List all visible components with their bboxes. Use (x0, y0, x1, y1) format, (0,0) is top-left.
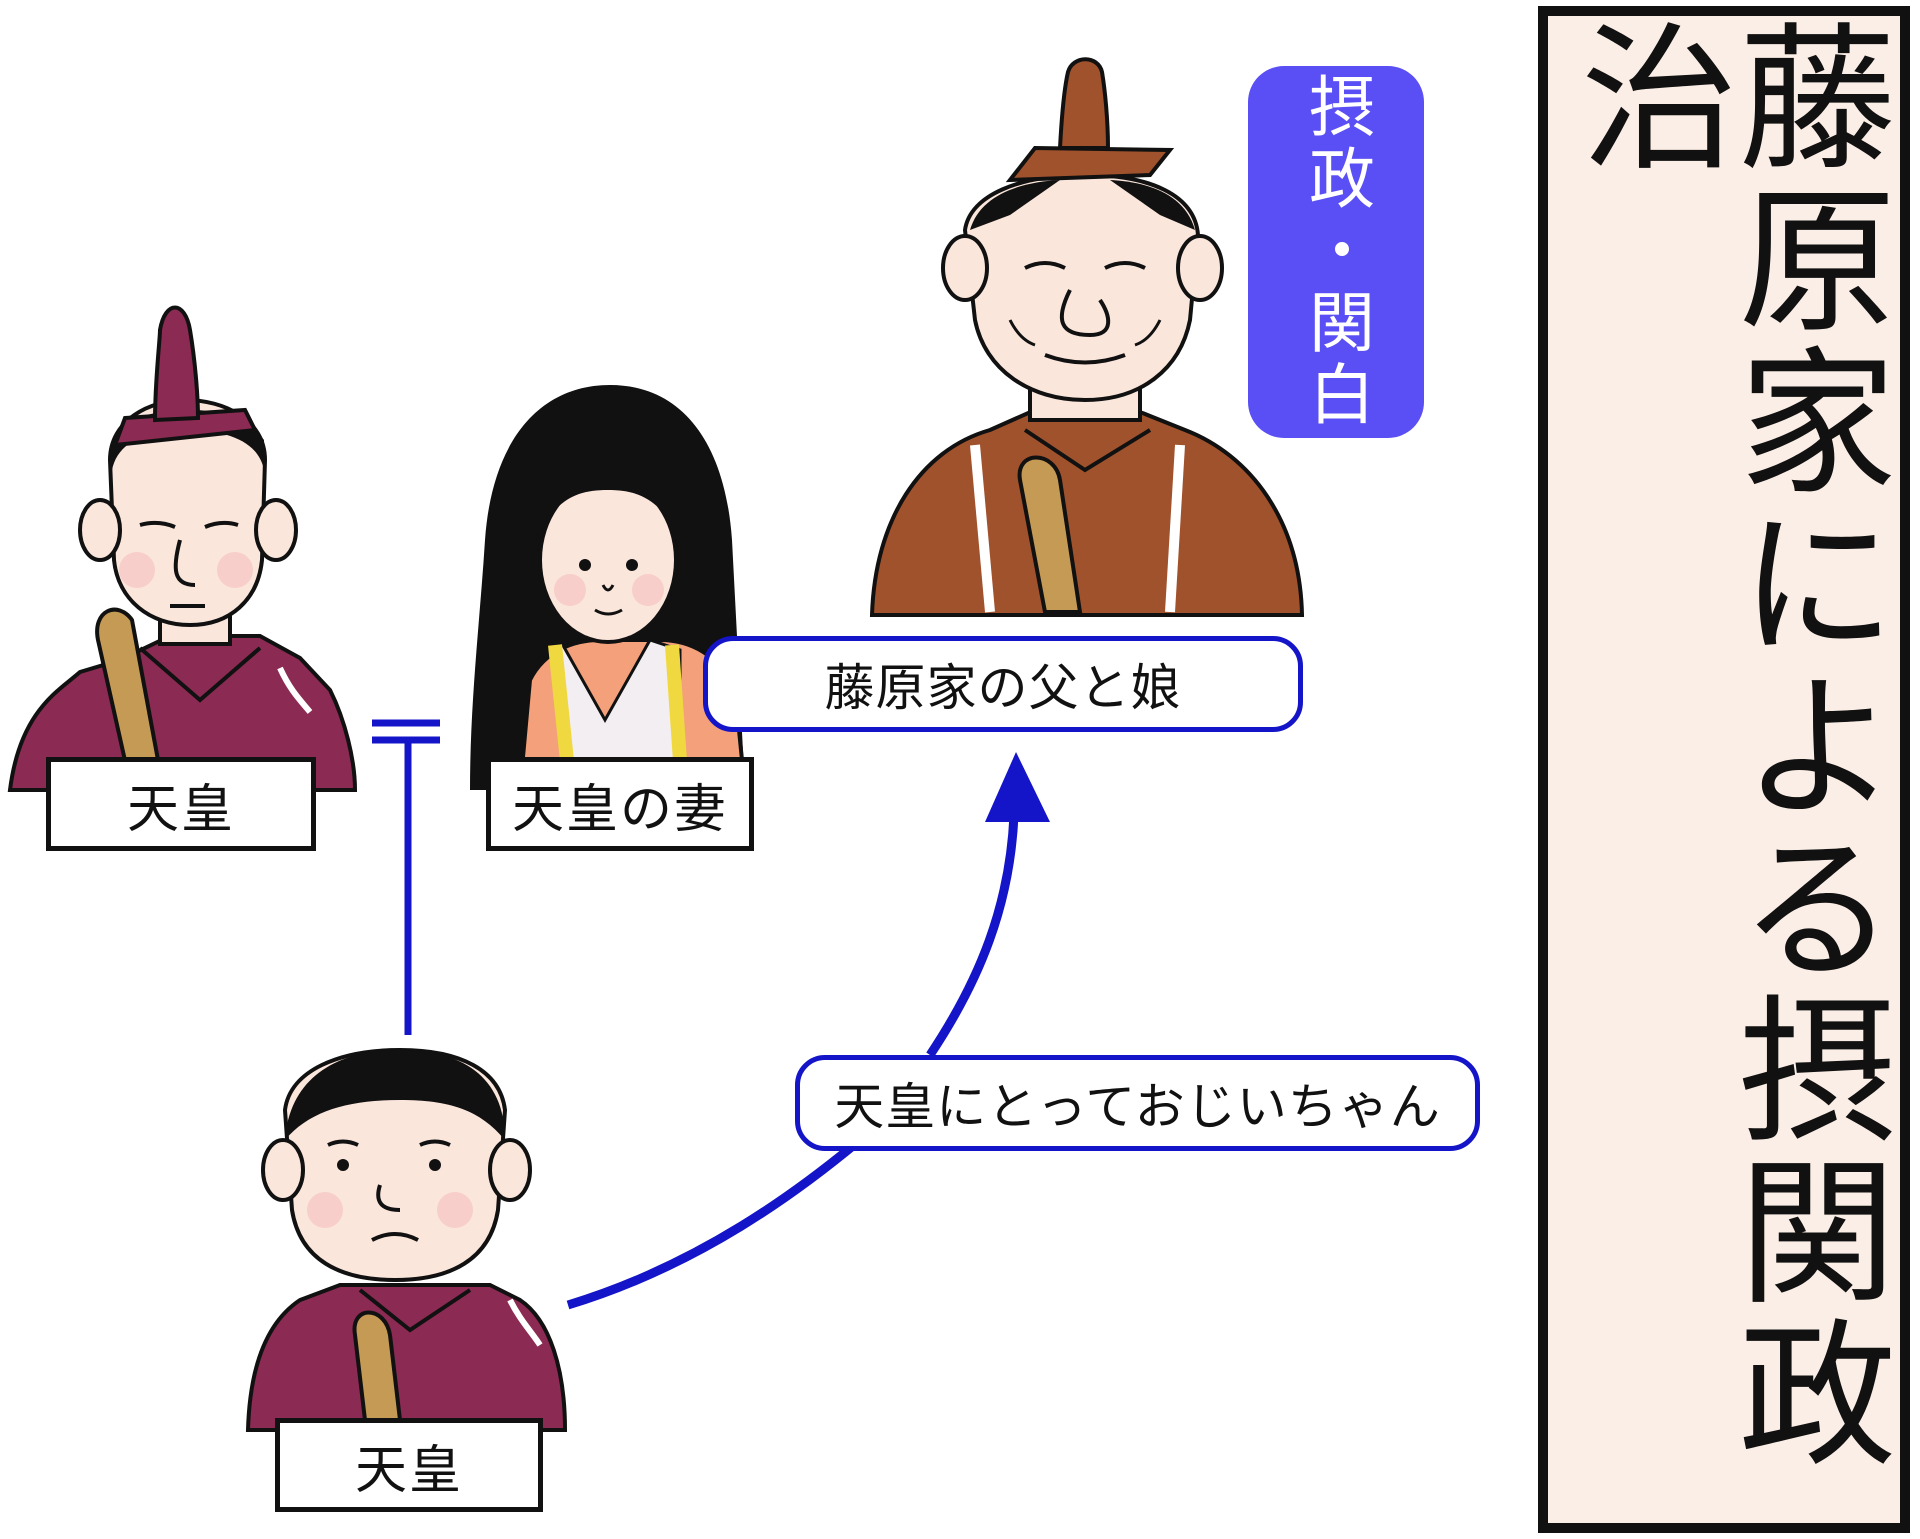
wife-figure (470, 385, 748, 792)
grandfather-relation-label: 天皇にとっておじいちゃん (795, 1055, 1480, 1151)
marriage-connector (372, 719, 440, 1035)
fujiwara-family-relation-label: 藤原家の父と娘 (703, 636, 1303, 732)
wife-label: 天皇の妻 (486, 757, 754, 851)
title-panel: 藤原家による摂関政治 (1538, 6, 1910, 1533)
grandfather-connector (566, 752, 1050, 1310)
role-badge-text: 摂政・関白 (1298, 72, 1375, 432)
fujiwara-father-figure (869, 57, 1305, 617)
child-emperor-label: 天皇 (275, 1418, 543, 1512)
emperor-top-figure (7, 305, 358, 792)
emperor-top-label: 天皇 (46, 757, 316, 851)
child-emperor-figure (245, 1047, 568, 1432)
role-badge: 摂政・関白 (1248, 66, 1424, 438)
page-title: 藤原家による摂関政治 (1553, 16, 1895, 1474)
